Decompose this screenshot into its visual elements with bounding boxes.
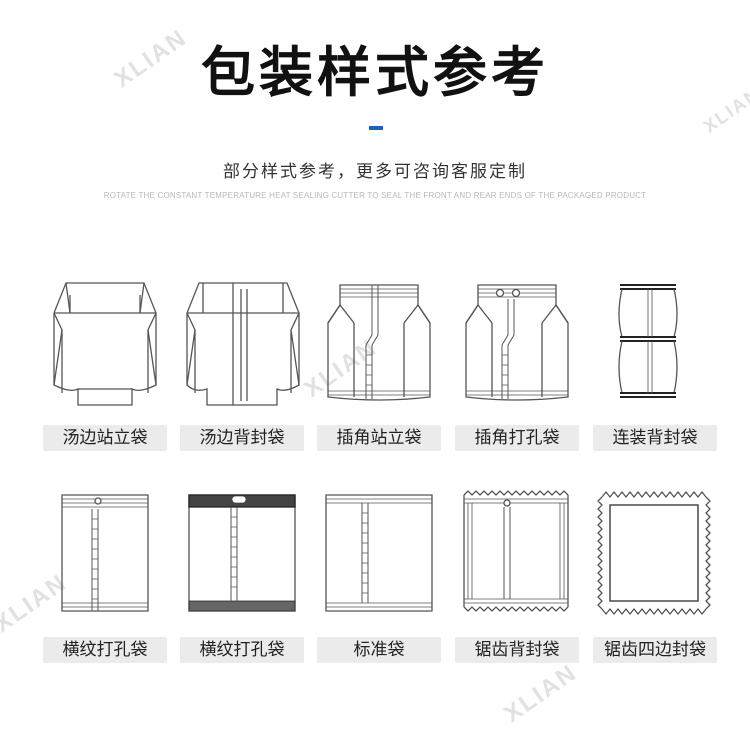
bag-label: 插角打孔袋 [455, 425, 579, 451]
connected-back-seal-bag-icon [618, 284, 678, 398]
standard-bag-icon [325, 494, 433, 612]
page-title: 包装样式参考 [201, 41, 549, 104]
serrated-back-seal-bag-icon [463, 490, 569, 612]
bag-label: 锯齿四边封袋 [593, 637, 717, 663]
bag-label: 插角站立袋 [317, 425, 441, 451]
bag-label: 锯齿背封袋 [455, 637, 579, 663]
insert-corner-punched-bag-icon [465, 284, 569, 401]
page-subtitle-english: ROTATE THE CONSTANT TEMPERATURE HEAT SEA… [103, 191, 647, 200]
title-accent-bar [369, 126, 383, 130]
watermark-logo: XLIAN [499, 659, 583, 729]
bag-label: 汤边背封袋 [180, 425, 304, 451]
gusset-back-seal-bag-icon [186, 282, 300, 406]
bag-label: 连装背封袋 [593, 425, 717, 451]
serrated-four-side-seal-bag-icon [597, 490, 711, 616]
bag-label: 标准袋 [317, 637, 441, 663]
striped-punched-bag-icon [61, 494, 149, 612]
striped-euro-hole-bag-icon [188, 494, 296, 612]
page-subtitle: 部分样式参考，更多可咨询客服定制 [223, 162, 527, 182]
bag-label: 汤边站立袋 [43, 425, 167, 451]
bag-label: 横纹打孔袋 [180, 637, 304, 663]
insert-corner-stand-bag-icon [327, 284, 431, 401]
bag-label: 横纹打孔袋 [43, 637, 167, 663]
gusset-stand-bag-icon [53, 282, 157, 406]
